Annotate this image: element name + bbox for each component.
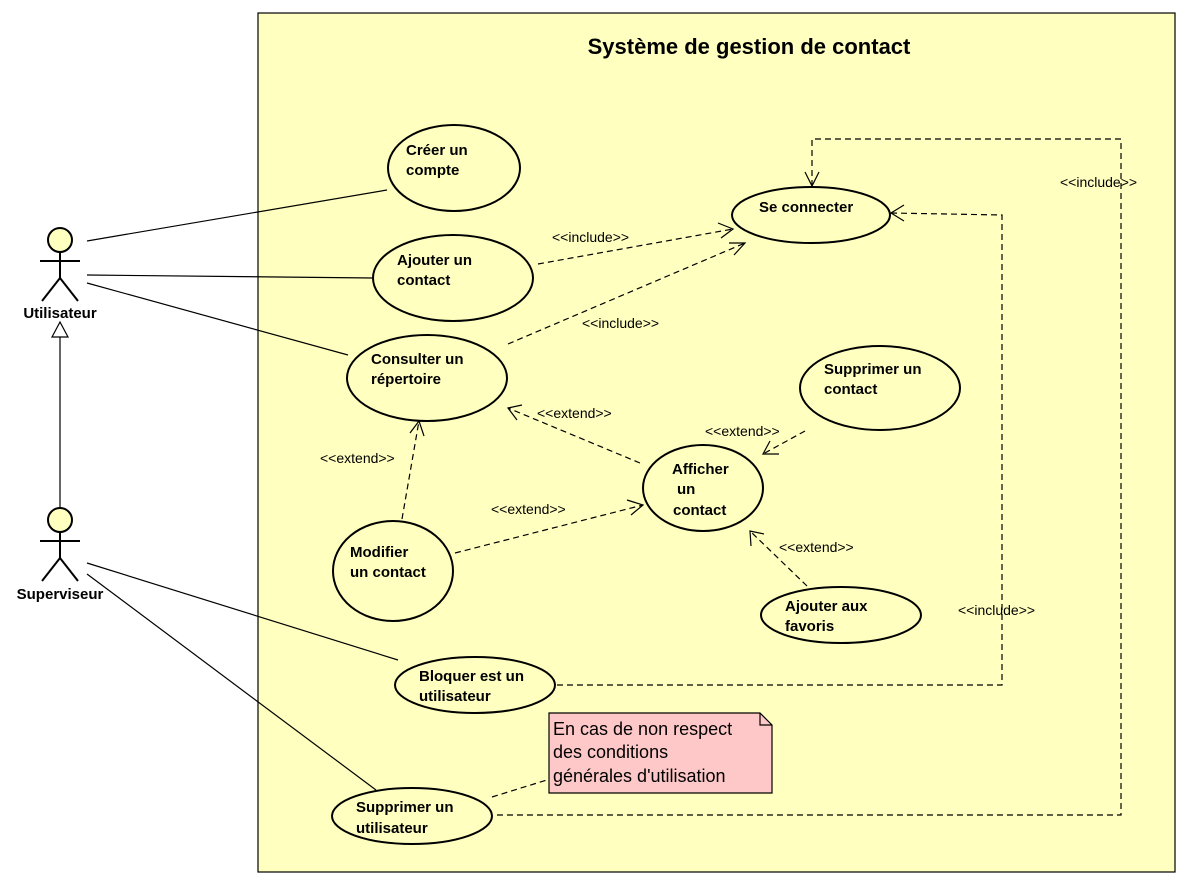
use-case-label: Créer un: [406, 142, 468, 159]
actor-right-leg: [59, 557, 79, 582]
include-bloquer-label: <<include>>: [958, 602, 1035, 618]
include-bloquer-arrow: [889, 204, 905, 222]
use-case-shape: [760, 586, 922, 644]
use-case-shape: [799, 345, 961, 431]
note-line: générales d'utilisation: [553, 766, 726, 786]
assoc-utilisateur-ajouter: [86, 274, 374, 279]
actor-label-superviseur: Superviseur: [17, 586, 104, 603]
note[interactable]: En cas de non respect des conditions gén…: [548, 712, 773, 794]
extend-modifier-afficher-line: [454, 504, 644, 554]
use-case-label: Supprimer un: [356, 799, 454, 816]
include-ajouter-arrow: [717, 222, 735, 239]
extend-favoris-afficher-line: [749, 530, 808, 587]
use-case-label: favoris: [785, 618, 834, 635]
note-line: des conditions: [553, 742, 668, 762]
use-case-consulter-repertoire[interactable]: Consulter un répertoire: [346, 334, 508, 422]
use-case-label: un contact: [350, 564, 426, 581]
use-case-creer-compte[interactable]: Créer un compte: [387, 124, 521, 212]
actor-superviseur[interactable]: Superviseur: [17, 507, 104, 603]
use-case-shape: [372, 234, 534, 322]
extend-favoris-afficher-arrow: [749, 530, 765, 547]
use-case-label: répertoire: [371, 371, 441, 388]
extend-modifier-afficher-arrow: [626, 499, 645, 516]
use-case-afficher-contact[interactable]: Afficher un contact: [642, 444, 764, 532]
extend-modifier-consulter-line: [401, 420, 420, 520]
extend-afficher-consulter-label: <<extend>>: [537, 405, 612, 421]
extend-modifier-afficher-label: <<extend>>: [491, 501, 566, 517]
include-supprimer-util-line: [497, 138, 1122, 816]
use-case-label: Consulter un: [371, 351, 464, 368]
use-case-label: contact: [673, 502, 726, 519]
use-case-label: Bloquer est un: [419, 668, 524, 685]
use-case-shape: [332, 520, 454, 622]
actor-head: [47, 507, 73, 533]
system-title: Système de gestion de contact: [588, 34, 911, 59]
include-supprimer-util-label: <<include>>: [1060, 174, 1137, 190]
use-case-label: contact: [397, 272, 450, 289]
assoc-utilisateur-consulter: [86, 282, 349, 356]
use-case-shape: [387, 124, 521, 212]
use-case-bloquer-utilisateur[interactable]: Bloquer est un utilisateur: [394, 656, 556, 714]
use-case-ajouter-favoris[interactable]: Ajouter aux favoris: [760, 586, 922, 644]
use-case-supprimer-contact[interactable]: Supprimer un contact: [799, 345, 961, 431]
note-connector: [491, 778, 551, 798]
use-case-label: Se connecter: [759, 199, 853, 216]
actor-left-leg: [41, 277, 61, 302]
note-fold: [759, 713, 772, 726]
assoc-utilisateur-creer: [86, 189, 388, 242]
actor-right-leg: [59, 277, 79, 302]
extend-favoris-afficher-label: <<extend>>: [779, 539, 854, 555]
use-case-label: Afficher: [672, 461, 729, 478]
use-case-label: compte: [406, 162, 459, 179]
use-case-label: Supprimer un: [824, 361, 922, 378]
actor-head: [47, 227, 73, 253]
use-case-shape: [642, 444, 764, 532]
use-case-label: utilisateur: [356, 820, 428, 837]
include-supprimer-util-arrow: [804, 171, 820, 188]
use-case-label: un: [677, 481, 695, 498]
extend-modifier-consulter-label: <<extend>>: [320, 450, 395, 466]
note-shape: [548, 712, 773, 794]
use-case-label: Ajouter un: [397, 252, 472, 269]
include-ajouter-label: <<include>>: [552, 229, 629, 245]
extend-supprimer-afficher-arrow: [761, 440, 779, 455]
assoc-superviseur-bloquer: [86, 562, 399, 661]
use-case-se-connecter[interactable]: Se connecter: [731, 186, 891, 244]
use-case-label: Modifier: [350, 544, 408, 561]
use-case-label: utilisateur: [419, 688, 491, 705]
extend-supprimer-afficher-label: <<extend>>: [705, 423, 780, 439]
use-case-shape: [331, 787, 493, 845]
extend-afficher-consulter-line: [507, 407, 641, 464]
include-consulter-line: [507, 242, 746, 345]
include-consulter-label: <<include>>: [582, 315, 659, 331]
include-ajouter-line: [537, 228, 734, 265]
generalization-arrowhead: [51, 320, 69, 338]
use-case-shape: [394, 656, 556, 714]
use-case-label: Ajouter aux: [785, 598, 868, 615]
assoc-superviseur-supprimer: [86, 573, 377, 791]
note-line: En cas de non respect: [553, 719, 732, 739]
use-case-ajouter-contact[interactable]: Ajouter un contact: [372, 234, 534, 322]
include-consulter-arrow: [729, 242, 747, 256]
extend-supprimer-afficher-line: [762, 430, 806, 455]
use-case-label: contact: [824, 381, 877, 398]
use-case-modifier-contact[interactable]: Modifier un contact: [332, 520, 454, 622]
actor-label-utilisateur: Utilisateur: [23, 305, 97, 322]
use-case-shape: [346, 334, 508, 422]
actor-left-leg: [41, 557, 61, 582]
actor-utilisateur[interactable]: Utilisateur: [23, 227, 97, 322]
include-bloquer-line: [557, 212, 1003, 686]
use-case-supprimer-utilisateur[interactable]: Supprimer un utilisateur: [331, 787, 493, 845]
use-case-shape: [731, 186, 891, 244]
extend-afficher-consulter-arrow: [506, 404, 523, 421]
